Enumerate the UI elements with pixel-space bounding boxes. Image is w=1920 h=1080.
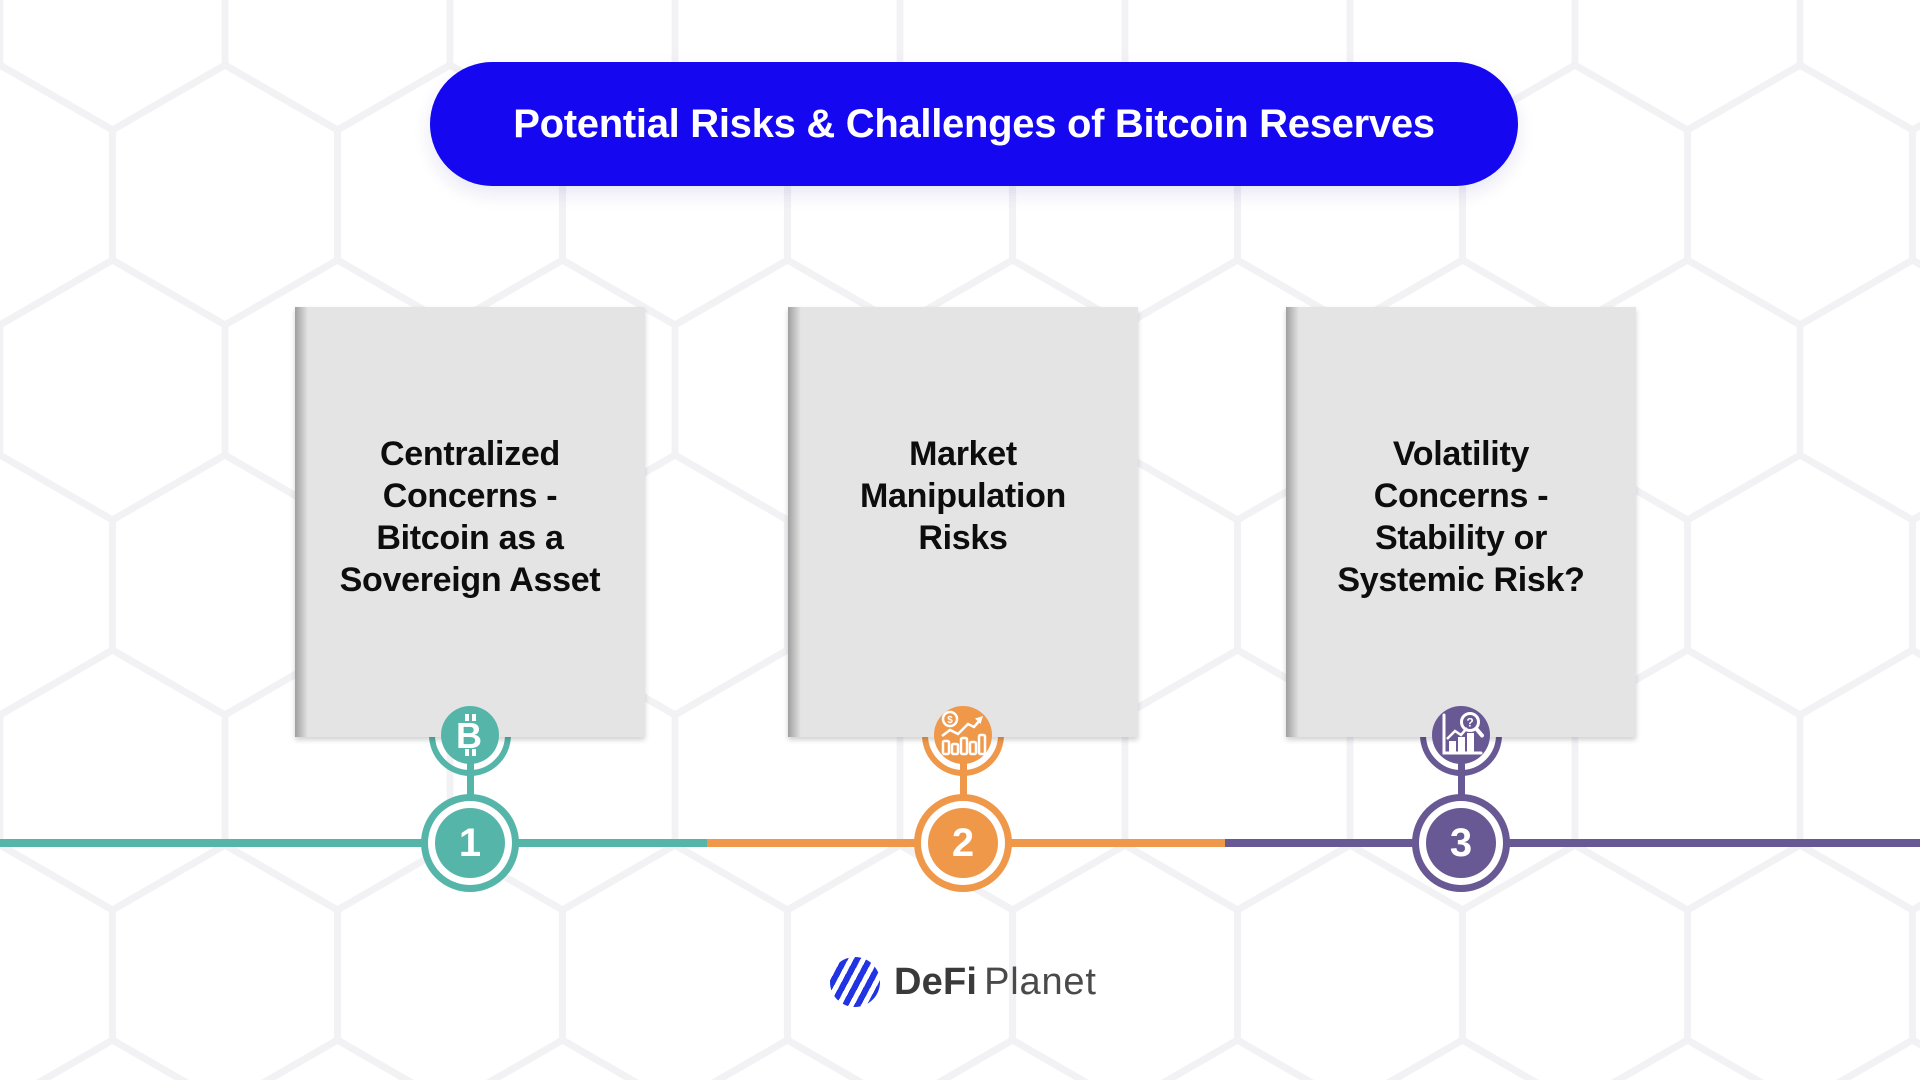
step-1-number-badge: 1 (421, 794, 519, 892)
page-title: Potential Risks & Challenges of Bitcoin … (513, 101, 1435, 146)
step-3-number: 3 (1426, 808, 1496, 878)
step-card-1: Centralized Concerns - Bitcoin as a Sove… (295, 307, 645, 737)
timeline-segment-3 (1225, 839, 1920, 847)
chart-magnifier-question-icon: ? (1432, 706, 1490, 764)
step-1-number: 1 (435, 808, 505, 878)
bitcoin-icon: B (441, 706, 499, 764)
svg-text:?: ? (1466, 716, 1473, 730)
timeline-segment-1 (0, 839, 707, 847)
step-card-2: Market Manipulation Risks (788, 307, 1138, 737)
step-card-1-title: Centralized Concerns - Bitcoin as a Sove… (339, 435, 601, 600)
step-3-number-badge: 3 (1412, 794, 1510, 892)
svg-text:$: $ (947, 715, 953, 726)
step-2-number-badge: 2 (914, 794, 1012, 892)
growth-chart-dollar-icon: $ (934, 706, 992, 764)
defi-planet-globe-icon (830, 957, 880, 1007)
brand-name-light: Planet (984, 960, 1097, 1003)
step-card-3-title: Volatility Concerns - Stability or Syste… (1337, 435, 1585, 600)
step-2-number: 2 (928, 808, 998, 878)
brand-name-bold: DeFi (894, 960, 978, 1003)
brand-footer: DeFi Planet (830, 950, 1097, 1014)
title-banner: Potential Risks & Challenges of Bitcoin … (430, 62, 1518, 186)
step-card-2-title: Market Manipulation Risks (859, 435, 1067, 558)
step-card-3: Volatility Concerns - Stability or Syste… (1286, 307, 1636, 737)
